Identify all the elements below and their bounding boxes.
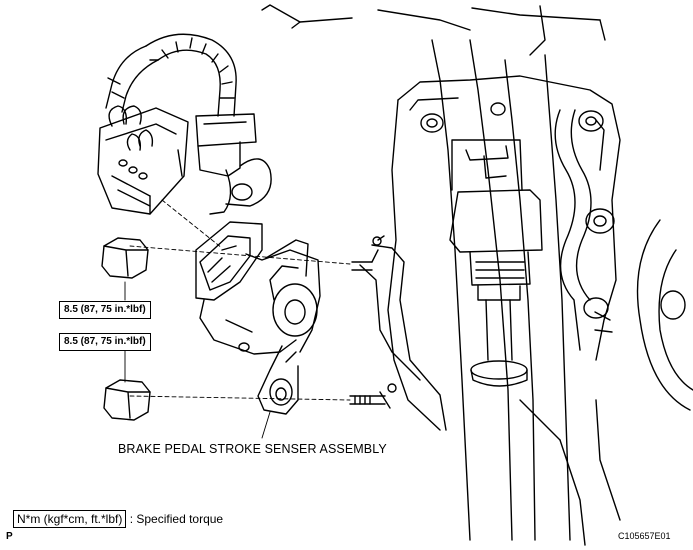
assembly-label: BRAKE PEDAL STROKE SENSER ASSEMBLY [118,442,387,456]
figure-id: C105657E01 [618,531,671,541]
torque-legend: N*m (kgf*cm, ft.*lbf) : Specified torque [13,510,224,528]
torque-spec-upper: 8.5 (87, 75 in.*lbf) [59,301,151,319]
legend-unit-box: N*m (kgf*cm, ft.*lbf) [13,510,127,528]
legend-description: : Specified torque [129,512,224,526]
stroke-sensor [195,221,321,415]
mounting-plate [349,235,447,431]
page-letter: P [6,531,13,542]
wire-harness [97,33,272,215]
leader-lines [124,199,351,439]
nuts [101,237,151,421]
torque-spec-lower: 8.5 (87, 75 in.*lbf) [59,333,151,351]
pedal-bracket [261,4,693,546]
